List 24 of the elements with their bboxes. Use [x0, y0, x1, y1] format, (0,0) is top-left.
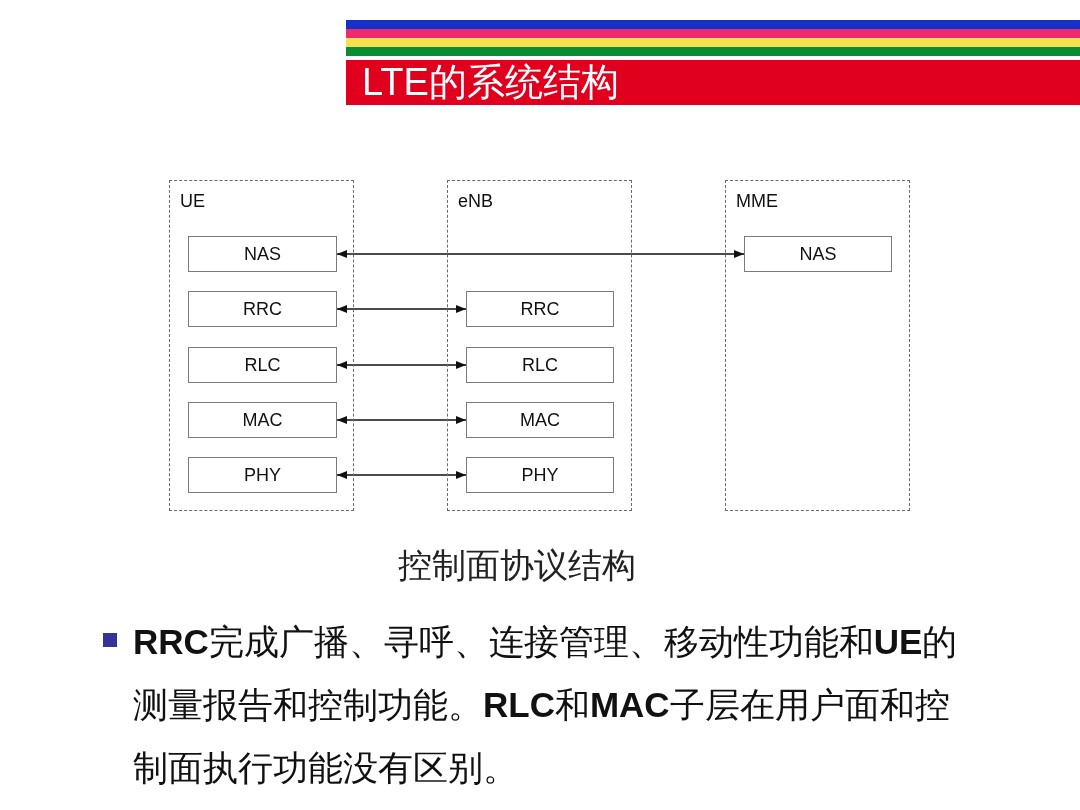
protocol-layer-box: RRC [188, 291, 337, 327]
entity-label: eNB [458, 190, 493, 212]
bullet-text: RRC完成广播、寻呼、连接管理、移动性功能和UE的测量报告和控制功能。RLC和MAC子层在用户面和控制面执行功能没有区别。 [133, 621, 959, 789]
protocol-layer-box: MAC [188, 402, 337, 438]
protocol-layer-box: RLC [466, 347, 614, 383]
arrow [336, 471, 467, 479]
protocol-layer-box: PHY [188, 457, 337, 493]
protocol-layer-box: RLC [188, 347, 337, 383]
diagram-caption: 控制面协议结构 [398, 545, 636, 586]
protocol-layer-box: RRC [466, 291, 614, 327]
entity-label: UE [180, 190, 205, 212]
entity-label: MME [736, 190, 778, 212]
protocol-layer-box: MAC [466, 402, 614, 438]
network-entity-frame [725, 180, 910, 511]
protocol-layer-box: NAS [188, 236, 337, 272]
arrow [336, 305, 467, 313]
arrow [336, 250, 745, 258]
network-entity-frame [447, 180, 632, 511]
protocol-layer-box: NAS [744, 236, 892, 272]
slide-title: LTE的系统结构 [362, 60, 619, 105]
network-entity-frame [169, 180, 354, 511]
arrow [336, 416, 467, 424]
protocol-layer-box: PHY [466, 457, 614, 493]
arrow [336, 361, 467, 369]
